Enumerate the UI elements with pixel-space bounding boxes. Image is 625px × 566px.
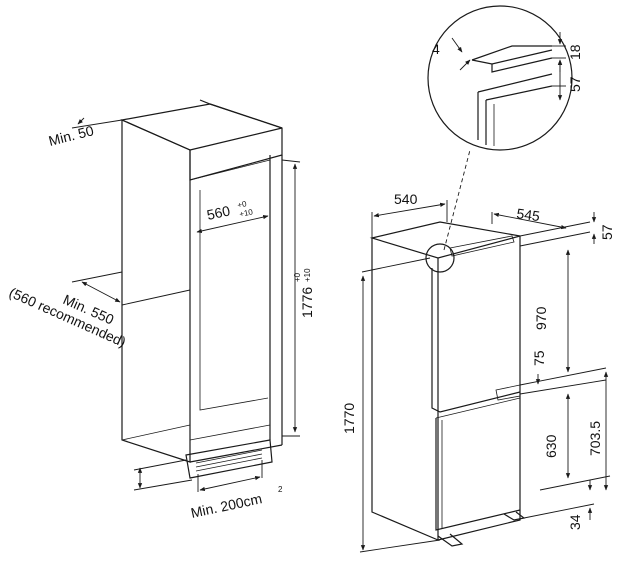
dim-freezer-door: 630 xyxy=(543,393,571,479)
detail-side-label: 57 xyxy=(567,76,583,92)
fridge-door-label: 970 xyxy=(533,306,549,330)
ventilation-sup: 2 xyxy=(278,485,283,494)
dim-ventilation: Min. 200cm 2 xyxy=(133,459,283,521)
depth-label: 545 xyxy=(516,205,542,224)
inner-width-tol-minus: +10 xyxy=(239,207,255,219)
inner-height-tol-minus: +10 xyxy=(303,268,312,282)
width-label: 540 xyxy=(394,191,418,207)
inner-width-label: 560 xyxy=(205,202,231,223)
freezer-door-label: 630 xyxy=(543,434,559,458)
dim-inner-width: 560 +0 +10 xyxy=(196,199,269,234)
top-offset-label: 57 xyxy=(599,224,615,240)
dim-lower-height: 703.5 xyxy=(587,371,609,491)
dim-depth-545: 545 xyxy=(491,205,567,230)
detail-top-label: 18 xyxy=(567,44,583,60)
dim-min-50-label: Min. 50 xyxy=(47,122,96,149)
appliance-body xyxy=(369,221,526,547)
detail-magnified: 4 18 57 xyxy=(427,5,583,151)
inner-height-tol-plus: +0 xyxy=(293,272,302,282)
detail-link-line xyxy=(443,149,471,251)
lower-height-label: 703.5 xyxy=(587,421,603,456)
dim-inner-height: 1776 +0 +10 xyxy=(281,159,315,437)
detail-circle xyxy=(427,5,573,151)
dim-min-depth: Min. 550 (560 recommended) xyxy=(7,271,191,350)
cabinet-niche xyxy=(119,99,283,479)
dim-total-height: 1770 xyxy=(341,257,441,553)
dim-foot-height: 34 xyxy=(523,475,611,530)
detail-gap-label: 4 xyxy=(432,41,440,57)
dim-width-540: 540 xyxy=(371,191,448,238)
inner-width-tol-plus: +0 xyxy=(237,199,248,210)
dim-fridge-door: 970 xyxy=(533,249,571,373)
detail-marker-circle xyxy=(425,243,455,273)
total-height-label: 1770 xyxy=(341,403,357,434)
foot-height-label: 34 xyxy=(567,514,583,530)
dim-min-50: Min. 50 xyxy=(47,117,123,149)
dim-top-offset: 57 xyxy=(519,212,615,247)
gap-label: 75 xyxy=(531,350,547,366)
inner-height-label: 1776 xyxy=(299,287,315,318)
ventilation-label: Min. 200cm xyxy=(189,490,263,521)
dim-gap: 75 xyxy=(519,350,607,395)
vent-grille xyxy=(195,449,263,472)
